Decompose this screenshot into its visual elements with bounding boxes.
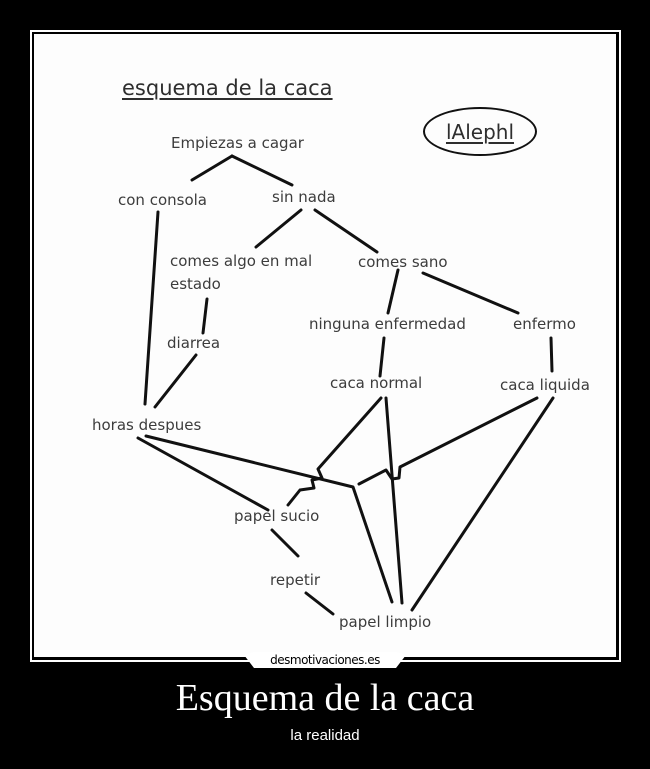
poster-subcaption: la realidad xyxy=(290,727,360,744)
node-papel-sucio: papel sucio xyxy=(234,507,320,525)
watermark-tab-shape xyxy=(244,652,406,668)
node-start: Empiezas a cagar xyxy=(171,134,304,152)
edge-start-sin-nada xyxy=(230,154,294,187)
node-con-consola: con consola xyxy=(118,191,207,209)
edge-ninguna-caca-normal xyxy=(378,336,386,378)
edge-comes-sano-ninguna xyxy=(386,268,400,315)
node-comes-sano: comes sano xyxy=(358,253,448,271)
edge-caca-normal-papel-sucio xyxy=(286,396,383,507)
node-ninguna-enfermedad: ninguna enfermedad xyxy=(309,315,466,333)
edge-sin-nada-comes-sano xyxy=(313,208,379,254)
edge-caca-liquida-papel-sucio xyxy=(357,396,539,486)
edge-enfermo-caca-liquida xyxy=(549,336,554,373)
edge-comes-sano-enfermo xyxy=(421,271,520,315)
diagram-image: esquema de la caca lAlephl Empiezas a ca… xyxy=(34,34,616,657)
node-enfermo: enfermo xyxy=(513,315,576,333)
node-diarrea: diarrea xyxy=(167,334,221,352)
edge-mal-estado-diarrea xyxy=(201,297,209,335)
node-papel-limpio: papel limpio xyxy=(339,613,432,631)
author-name: lAlephl xyxy=(445,119,515,144)
edge-start-con-consola xyxy=(190,154,234,182)
poster-caption: Esquema de la caca xyxy=(175,677,475,719)
edge-horas-despues-papel-limpio xyxy=(144,434,394,604)
edge-horas-despues-papel-sucio xyxy=(136,436,270,512)
watermark-text: desmotivaciones.es xyxy=(270,653,380,667)
node-sin-nada: sin nada xyxy=(272,188,336,206)
author-badge: lAlephl xyxy=(423,107,537,156)
edge-sin-nada-mal-estado xyxy=(254,208,303,249)
edge-con-consola-horas-despues xyxy=(143,210,160,406)
node-mal-estado-line1: comes algo en mal xyxy=(170,252,313,270)
node-caca-liquida: caca liquida xyxy=(500,376,590,394)
node-repetir: repetir xyxy=(270,571,321,589)
edge-caca-normal-papel-limpio xyxy=(384,396,404,605)
node-horas-despues: horas despues xyxy=(92,416,202,434)
edge-diarrea-horas-despues xyxy=(153,353,198,409)
watermark-tab: desmotivaciones.es xyxy=(244,652,406,669)
node-mal-estado-line2: estado xyxy=(170,275,221,293)
diagram-connectors xyxy=(136,154,555,616)
edge-caca-liquida-papel-limpio xyxy=(410,396,555,612)
diagram-title: esquema de la caca xyxy=(122,76,333,100)
edge-repetir-papel-limpio xyxy=(304,591,335,616)
edge-papel-sucio-repetir xyxy=(270,528,300,558)
node-caca-normal: caca normal xyxy=(330,374,423,392)
